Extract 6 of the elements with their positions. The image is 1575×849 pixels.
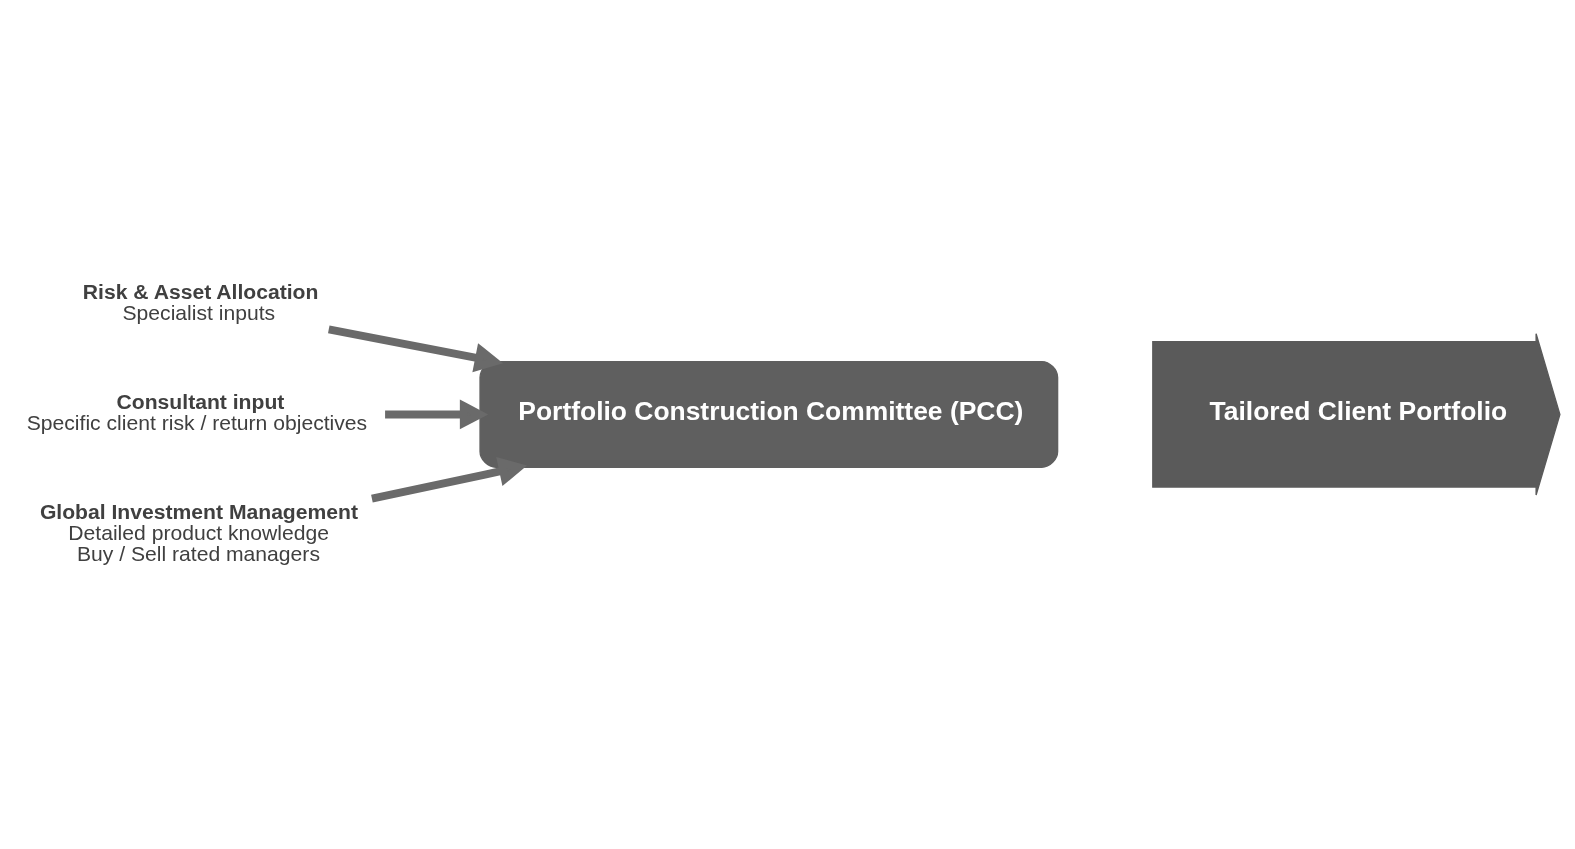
node-box: Portfolio Construction Committee (PCC): [478, 360, 1058, 468]
node-text: Global Investment Management Detailed product knowledge Buy / Sell rated managers: [39, 499, 358, 565]
arrow: [327, 324, 503, 372]
arrow: [370, 456, 527, 502]
node-text: Consultant input Specific client risk / return objectives: [26, 389, 367, 434]
node-text: Risk & Asset Allocation Specialist inputs: [82, 279, 318, 324]
